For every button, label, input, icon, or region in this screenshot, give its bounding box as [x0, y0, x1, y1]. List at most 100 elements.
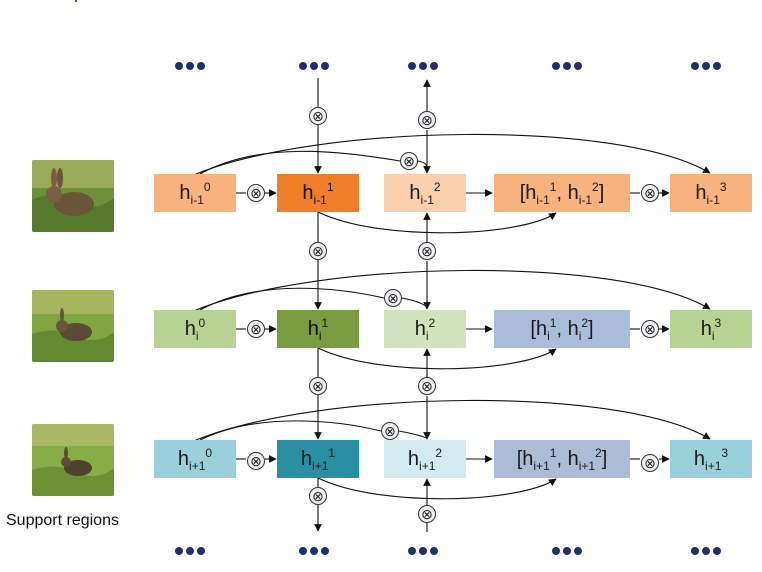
- ellipsis-bottom-4: [691, 547, 721, 555]
- ellipsis-dot: [691, 62, 699, 70]
- ellipsis-top-2: [408, 62, 438, 70]
- ellipsis-top-4: [691, 62, 721, 70]
- hidden-state-superscript: 1: [321, 315, 329, 330]
- ellipsis-dot: [552, 547, 560, 555]
- hidden-state-base: h: [179, 181, 191, 204]
- hidden-state-superscript: 1: [328, 445, 336, 460]
- node-mid-2: hi2: [384, 310, 466, 348]
- concat-a-base: h: [522, 447, 534, 470]
- hidden-state-base: h: [700, 317, 712, 340]
- multiply-op-9: ⊗: [641, 320, 659, 338]
- stray-dot: [75, 0, 77, 2]
- multiply-op-12: ⊗: [247, 452, 265, 470]
- hidden-state-subscript: i-1: [706, 192, 720, 207]
- bracket-open: [: [516, 447, 523, 470]
- ellipsis-dot: [691, 547, 699, 555]
- concat-separator: ,: [556, 447, 568, 470]
- concat-b-superscript: 2: [595, 445, 602, 460]
- hidden-state-superscript: 3: [721, 445, 729, 460]
- multiply-op-6: ⊗: [418, 242, 436, 260]
- hidden-state-superscript: 3: [714, 315, 722, 330]
- wire-15: [199, 287, 385, 311]
- node-top-2: hi-12: [384, 174, 466, 212]
- ellipsis-dot: [175, 547, 183, 555]
- wire-5: [195, 133, 711, 175]
- hidden-state-subscript: i-1: [313, 192, 327, 207]
- node-bot-3: [hi+11, hi+12]: [494, 440, 630, 478]
- bracket-close: ]: [588, 317, 594, 340]
- concat-a-subscript: i+1: [533, 458, 550, 473]
- rabbit-image-bot: [32, 424, 114, 496]
- multiply-op-0: ⊗: [309, 107, 327, 125]
- concat-separator: ,: [556, 317, 568, 340]
- hidden-state-base: h: [302, 181, 314, 204]
- ellipsis-dot: [310, 62, 318, 70]
- concat-b-base: h: [567, 447, 579, 470]
- hidden-state-superscript: 0: [198, 315, 206, 330]
- ellipsis-dot: [419, 62, 427, 70]
- hidden-state-base: h: [407, 447, 420, 470]
- hidden-state-base: h: [307, 317, 319, 340]
- concat-a-base: h: [525, 181, 537, 204]
- ellipsis-dot: [299, 547, 307, 555]
- wire-8: [317, 211, 557, 234]
- concat-a-superscript: 1: [549, 445, 557, 460]
- hidden-state-base: h: [300, 447, 313, 470]
- node-top-4: hi-13: [670, 174, 752, 212]
- hidden-state-subscript: i: [425, 328, 429, 343]
- ellipsis-dot: [310, 547, 318, 555]
- ellipsis-dot: [430, 547, 438, 555]
- multiply-op-1: ⊗: [418, 111, 436, 129]
- rabbit-image-top: [32, 160, 114, 232]
- concat-b-base: h: [567, 317, 579, 340]
- hidden-state-subscript: i+1: [705, 458, 722, 473]
- multiply-op-2: ⊗: [247, 184, 265, 202]
- hidden-state-subscript: i-1: [190, 192, 204, 207]
- wire-23: [195, 399, 711, 441]
- hidden-state-base: h: [414, 317, 426, 340]
- ellipsis-top-0: [175, 62, 205, 70]
- multiply-op-5: ⊗: [309, 242, 327, 260]
- hidden-state-subscript: i: [195, 328, 199, 343]
- wire-17: [317, 347, 557, 370]
- hidden-state-subscript: i: [318, 328, 322, 343]
- ellipsis-dot: [702, 62, 710, 70]
- ellipsis-dot: [702, 547, 710, 555]
- node-top-0: hi-10: [154, 174, 236, 212]
- bracket-open: [: [530, 317, 536, 340]
- ellipsis-dot: [186, 62, 194, 70]
- bracket-close: ]: [598, 181, 605, 204]
- ellipsis-dot: [574, 547, 582, 555]
- wire-26: [317, 477, 557, 500]
- rabbit-image-mid: [32, 290, 114, 362]
- ellipsis-dot: [197, 547, 205, 555]
- hidden-state-subscript: i+1: [419, 458, 436, 473]
- multiply-op-15: ⊗: [309, 487, 327, 505]
- ellipsis-dot: [430, 62, 438, 70]
- hidden-state-subscript: i+1: [189, 458, 206, 473]
- wire-6: [199, 150, 401, 175]
- node-top-3: [hi-11, hi-12]: [494, 174, 630, 212]
- ellipsis-dot: [563, 547, 571, 555]
- hidden-state-base: h: [693, 447, 706, 470]
- multiply-op-3: ⊗: [400, 152, 418, 170]
- concat-b-superscript: 2: [581, 315, 589, 330]
- ellipsis-bottom-1: [299, 547, 329, 555]
- node-bot-4: hi+13: [670, 440, 752, 478]
- hidden-state-superscript: 3: [719, 179, 727, 194]
- multiply-op-11: ⊗: [418, 377, 436, 395]
- node-bot-0: hi+10: [154, 440, 236, 478]
- multiply-op-4: ⊗: [641, 184, 659, 202]
- ellipsis-top-3: [552, 62, 582, 70]
- wire-25: [398, 430, 431, 440]
- wire-14: [195, 269, 711, 311]
- node-mid-4: hi3: [670, 310, 752, 348]
- concat-a-base: h: [535, 317, 548, 340]
- ellipsis-dot: [563, 62, 571, 70]
- ellipsis-dot: [321, 547, 329, 555]
- hidden-state-superscript: 0: [205, 445, 213, 460]
- hidden-state-subscript: i-1: [420, 192, 434, 207]
- ellipsis-dot: [408, 547, 416, 555]
